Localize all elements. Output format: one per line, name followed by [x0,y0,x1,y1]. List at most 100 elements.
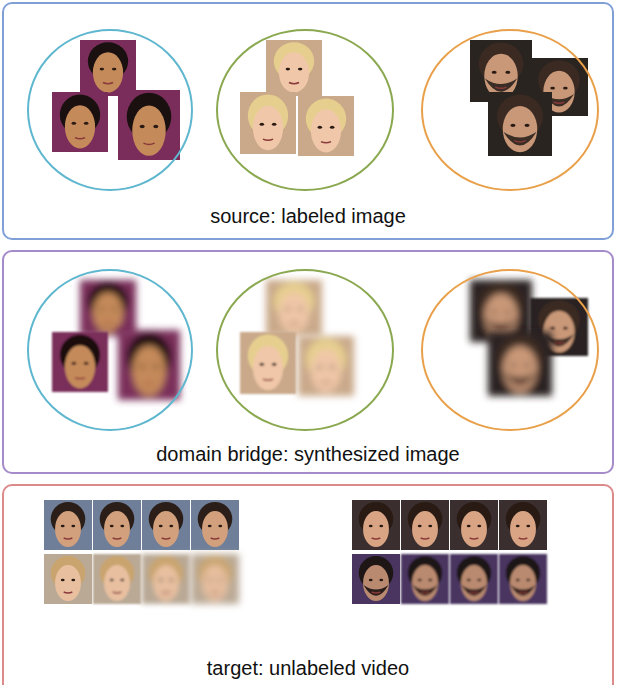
mouth [495,327,506,328]
photo-background [118,90,180,160]
label-text: source: labeled image [206,205,410,227]
eye [330,126,334,129]
mouth [554,342,564,343]
eye [550,87,555,90]
eye [72,122,76,125]
eye [159,579,163,582]
eye [208,579,212,582]
face [412,511,438,547]
photo-background [298,336,354,396]
mouth [64,538,73,539]
mouth [321,142,331,143]
eye [71,579,75,582]
face [484,54,517,99]
beard [503,132,536,146]
mouth [113,538,122,539]
photo-background [142,554,190,604]
face-image [266,280,322,336]
mouth [421,592,430,593]
face [363,565,389,601]
mouth [321,382,331,383]
eye [492,311,497,314]
face-image [499,500,547,550]
mouth [143,383,154,384]
identity-circle [422,30,598,190]
face [253,106,283,151]
photo-background [118,330,180,400]
face [153,511,179,547]
face-image [118,330,180,400]
eye [516,525,520,528]
eye [526,525,530,528]
panel-box: target: unlabeled video [2,484,614,685]
beard [413,585,438,596]
eye [218,525,222,528]
mouth [143,143,154,144]
face-image [240,332,296,394]
eye [120,525,124,528]
face [104,511,130,547]
beard [485,78,517,91]
identity-circle [217,270,393,430]
panel-label: target: unlabeled video [4,656,612,680]
face-image [52,92,108,152]
mouth [103,83,113,84]
eye [169,525,173,528]
eye [467,525,471,528]
face-image [488,92,552,156]
mouth [162,538,171,539]
mouth [263,139,273,140]
mouth [519,538,528,539]
face-image [298,96,354,156]
eye [120,579,124,582]
photo-background [298,96,354,156]
mouth [64,592,73,593]
photo-background [450,554,498,604]
face-image [352,554,400,604]
face-image [142,554,190,604]
beard [511,585,536,596]
eye [467,579,471,582]
eye [112,68,116,71]
face [253,346,283,391]
eye [563,87,568,90]
panel-label: domain bridge: synthesized image [4,442,612,466]
photo-background [191,554,239,604]
eye [159,525,163,528]
eye [71,525,75,528]
eye [477,525,481,528]
mouth [495,87,506,88]
eye [510,364,515,367]
face [503,106,538,152]
eye [318,126,322,129]
photo-background [93,500,141,550]
face-image [401,500,449,550]
face [93,52,123,92]
photo-background [44,554,92,604]
photo-background [401,500,449,550]
eye [428,525,432,528]
beard [485,318,517,331]
eye [563,327,568,330]
eye [84,122,88,125]
face-image [499,554,547,604]
mouth [75,378,85,379]
eye [330,366,334,369]
eye [61,579,65,582]
mouth [372,592,381,593]
face-image [240,92,296,154]
photo-background [352,500,400,550]
eye [169,579,173,582]
face [65,105,95,148]
eye [524,364,529,367]
eye [524,124,529,127]
mouth [103,323,113,324]
face [363,511,389,547]
beard [503,372,536,386]
face-image [298,336,354,396]
eye [140,125,145,128]
mouth [75,138,85,139]
photo-background [44,500,92,550]
photo-background [93,554,141,604]
